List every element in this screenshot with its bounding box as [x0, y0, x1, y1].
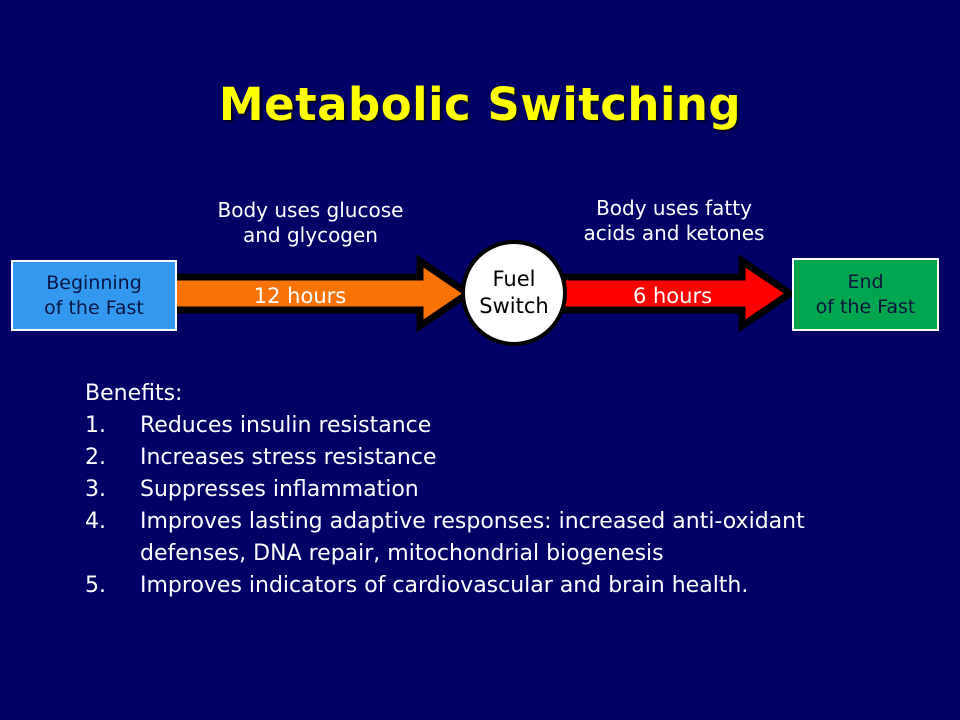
- red-arrow-6-hours: [556, 254, 797, 333]
- end-of-fast-box: End of the Fast: [792, 258, 939, 331]
- benefit-item-number: 4.: [85, 509, 106, 534]
- end-box-line2: of the Fast: [815, 295, 916, 318]
- benefits-block: Benefits: 1. Reduces insulin resistance 2.…: [85, 378, 905, 602]
- phase-one-caption-line1: Body uses glucose: [217, 198, 404, 222]
- benefit-item: 1. Reduces insulin resistance: [85, 410, 905, 442]
- benefit-item-number: 5.: [85, 573, 106, 598]
- benefit-item-number: 3.: [85, 477, 106, 502]
- benefit-item-text: Suppresses inflammation: [140, 477, 419, 502]
- phase-one-duration-label: 12 hours: [253, 284, 347, 308]
- orange-arrow-12-hours: [168, 254, 475, 333]
- fuel-switch-line1: Fuel: [492, 267, 536, 291]
- end-box-line1: End: [847, 270, 884, 293]
- benefit-item: 4. Improves lasting adaptive responses: i…: [85, 506, 905, 570]
- fuel-switch-node: Fuel Switch: [461, 240, 567, 346]
- benefit-item-text: Improves indicators of cardiovascular an…: [140, 573, 749, 598]
- phase-two-caption-line2: acids and ketones: [583, 221, 765, 245]
- phase-one-caption: Body uses glucose and glycogen: [167, 198, 454, 248]
- phase-two-duration-label: 6 hours: [632, 284, 713, 308]
- benefit-item-number: 1.: [85, 413, 106, 438]
- benefit-item: 5. Improves indicators of cardiovascular …: [85, 570, 905, 602]
- benefit-item-text: Increases stress resistance: [140, 445, 437, 470]
- fuel-switch-line2: Switch: [479, 294, 549, 318]
- phase-two-caption: Body uses fatty acids and ketones: [548, 196, 800, 246]
- benefit-item: 3. Suppresses inflammation: [85, 474, 905, 506]
- start-box-line1: Beginning: [46, 271, 142, 294]
- benefit-item: 2. Increases stress resistance: [85, 442, 905, 474]
- benefit-item-text: Reduces insulin resistance: [140, 413, 432, 438]
- benefit-item-number: 2.: [85, 445, 106, 470]
- benefits-heading: Benefits:: [85, 381, 183, 406]
- phase-one-caption-line2: and glycogen: [243, 223, 378, 247]
- start-of-fast-box: Beginning of the Fast: [11, 260, 177, 331]
- benefits-list: 1. Reduces insulin resistance 2. Increases …: [85, 410, 905, 602]
- benefit-item-text: Improves lasting adaptive responses: inc…: [140, 509, 805, 566]
- phase-two-caption-line1: Body uses fatty: [596, 196, 752, 220]
- start-box-line2: of the Fast: [44, 296, 144, 319]
- page-title: Metabolic Switching: [218, 78, 742, 131]
